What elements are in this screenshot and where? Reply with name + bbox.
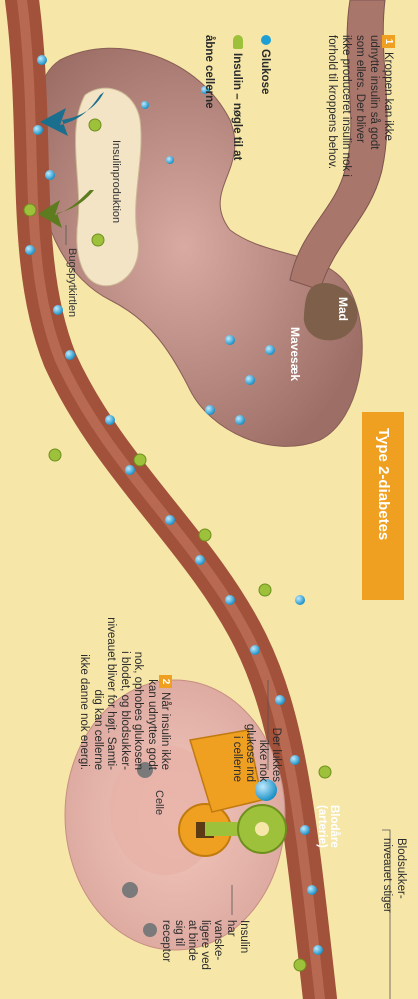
receptor-note: Insulin har vanske- ligere ved at binde …	[159, 920, 250, 999]
legend-insulin-1: Insulin – nøgle til at	[231, 53, 243, 160]
insulin-legend-icon	[233, 35, 243, 49]
glucose-legend-icon	[261, 35, 271, 45]
insulin-production-label: Insulinproduktion	[110, 140, 122, 223]
step1-block: 1Kroppen kan ikke udnytte insulin så god…	[325, 35, 409, 295]
step2-text: Når insulin ikke kan udnyttes godt nok, …	[79, 617, 172, 770]
food-label: Mad	[336, 297, 350, 321]
step2-number: 2	[160, 675, 173, 688]
pancreas-shape	[75, 88, 141, 286]
diagram-title: Type 2-diabetes	[375, 428, 392, 588]
cell-label: Celle	[153, 790, 165, 815]
legend-insulin-2: åbne cellerne	[203, 35, 215, 109]
step2-block: 2Når insulin ikke kan udnyttes godt nok,…	[77, 570, 186, 770]
too-little-glucose-label: Der lukkes ikke nok glukose ind i celler…	[230, 682, 282, 782]
blood-vessel-label: Blodåre (arterie)	[316, 805, 340, 883]
pancreas-label: Bugspytkirtlen	[66, 248, 78, 317]
step1-number: 1	[382, 35, 395, 48]
legend-glucose: Glukose	[259, 49, 271, 94]
step1-text: Kroppen kan ikke udnytte insulin så godt…	[326, 35, 394, 177]
legend: Glukose Insulin – nøgle til at åbne cell…	[188, 35, 286, 255]
blood-sugar-label: Blodsukker- niveauet stiger	[380, 838, 408, 988]
stomach-label: Mavesæk	[288, 327, 302, 381]
